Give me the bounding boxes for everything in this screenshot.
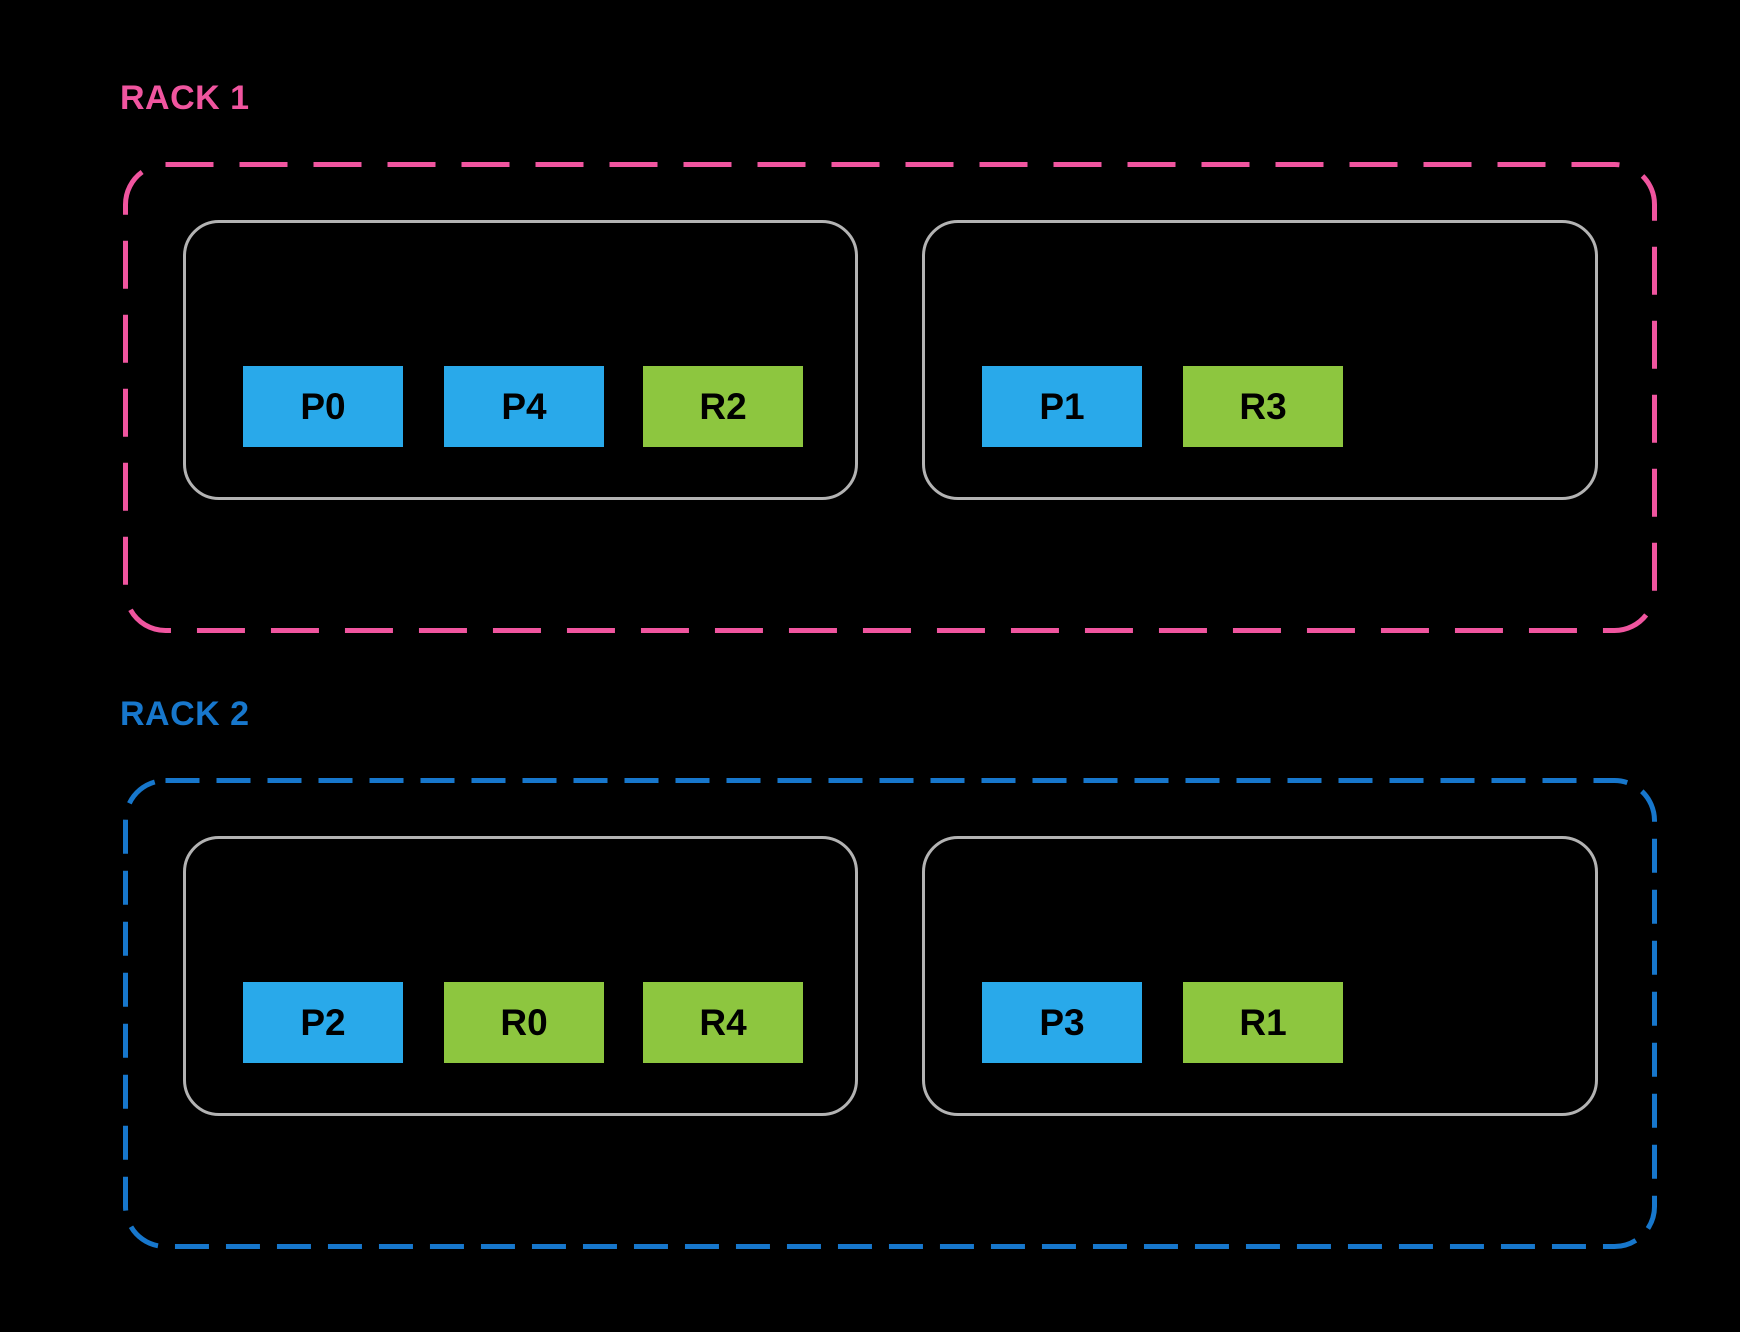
box-r4: R4 bbox=[643, 982, 803, 1063]
box-r3: R3 bbox=[1183, 366, 1343, 447]
box-r1: R1 bbox=[1183, 982, 1343, 1063]
box-p0: P0 bbox=[243, 366, 403, 447]
box-p3: P3 bbox=[982, 982, 1142, 1063]
box-p2: P2 bbox=[243, 982, 403, 1063]
rack1-boundary: P0 P4 R2 P1 R3 bbox=[123, 162, 1657, 633]
rack2-node2: P3 R1 bbox=[922, 836, 1598, 1116]
rack2-node1: P2 R0 R4 bbox=[183, 836, 858, 1116]
rack1-node1: P0 P4 R2 bbox=[183, 220, 858, 500]
box-r2: R2 bbox=[643, 366, 803, 447]
box-p4: P4 bbox=[444, 366, 604, 447]
box-p1: P1 bbox=[982, 366, 1142, 447]
rack1-node2: P1 R3 bbox=[922, 220, 1598, 500]
box-r0: R0 bbox=[444, 982, 604, 1063]
rack2-label: RACK 2 bbox=[120, 695, 250, 733]
rack1-label: RACK 1 bbox=[120, 79, 250, 117]
rack2-boundary: P2 R0 R4 P3 R1 bbox=[123, 778, 1657, 1249]
